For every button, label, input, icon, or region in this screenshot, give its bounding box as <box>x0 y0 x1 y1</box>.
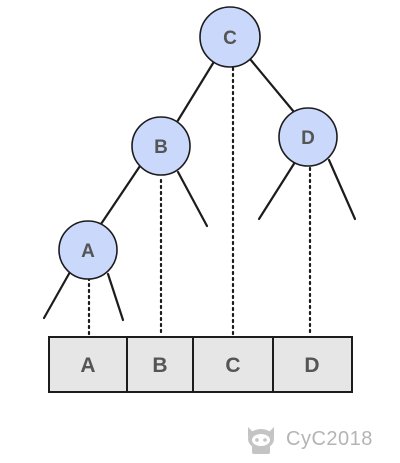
array-cells: A B C D <box>48 336 353 393</box>
array-cell-b-label: B <box>152 354 167 377</box>
tree-node-c-label: C <box>223 28 237 49</box>
edge-d-null-left <box>257 157 299 221</box>
tree-node-d: D <box>278 107 338 167</box>
array-cell-d-label: D <box>304 354 319 377</box>
array-cell-c <box>192 336 274 393</box>
edge-b-null-right <box>176 170 209 228</box>
array-cell-b <box>126 336 194 393</box>
edge-c-b <box>175 58 217 124</box>
tree-node-d-label: D <box>301 128 315 149</box>
array-cell-c-label: C <box>225 354 240 377</box>
tree-node-b-label: B <box>154 137 168 158</box>
array-cell-a-label: A <box>80 354 95 377</box>
edge-c-d <box>248 57 296 114</box>
watermark-text: CyC2018 <box>286 427 373 450</box>
tree-node-a: A <box>58 220 118 280</box>
edge-d-null-right <box>327 158 357 221</box>
tree-node-c: C <box>199 6 261 68</box>
watermark: CyC2018 <box>244 422 373 456</box>
octocat-icon <box>248 427 274 454</box>
edge-a-null-left <box>42 270 72 320</box>
tree-node-b: B <box>131 116 191 176</box>
array-cell-d <box>272 336 353 393</box>
edge-b-a <box>97 164 142 229</box>
projection-lines <box>87 66 312 336</box>
edge-a-null-right <box>106 272 125 322</box>
tree-node-a-label: A <box>81 241 95 262</box>
tree-edges <box>42 57 357 322</box>
